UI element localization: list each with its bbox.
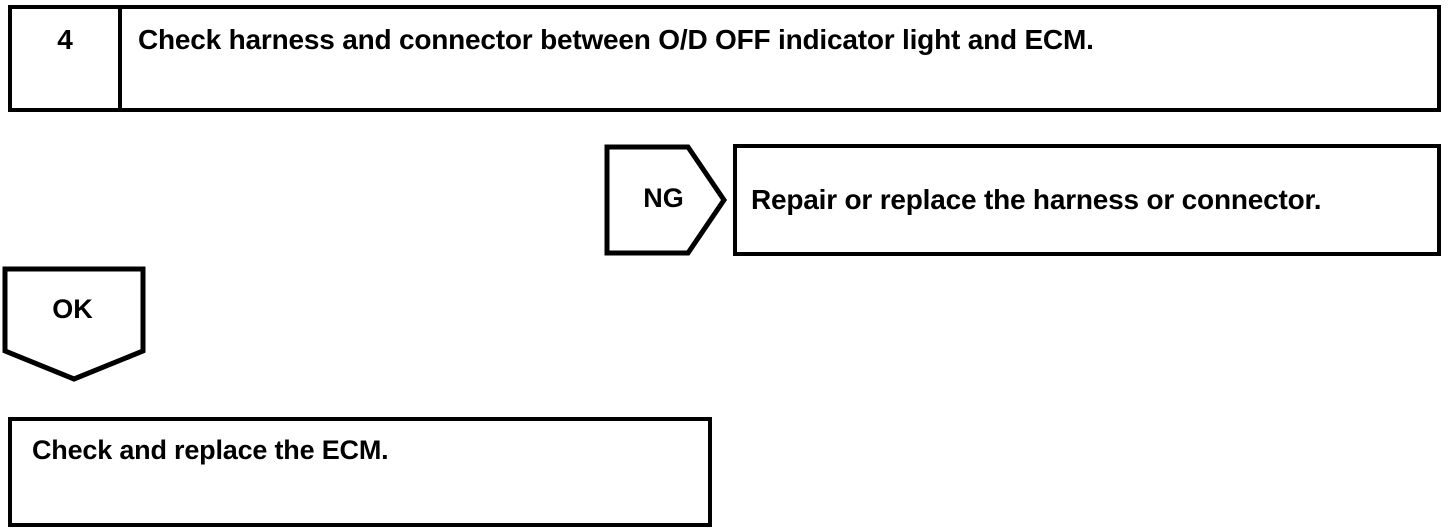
ng-label: NG [643,183,684,213]
step-number: 4 [12,9,122,108]
step-instruction: Check harness and connector between O/D … [138,24,1094,55]
ng-pentagon-icon [604,144,728,256]
ok-action-box: Check and replace the ECM. [8,417,712,527]
ok-label: OK [52,293,93,324]
ng-action-box: Repair or replace the harness or connect… [733,144,1441,256]
step-box: 4 Check harness and connector between O/… [8,5,1441,112]
ok-action-text: Check and replace the ECM. [32,435,389,465]
ok-pentagon-icon [2,266,146,382]
ng-action-text: Repair or replace the harness or connect… [751,184,1322,215]
